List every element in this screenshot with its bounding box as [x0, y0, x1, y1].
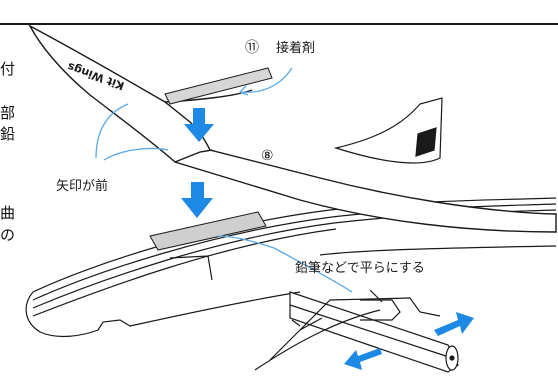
leader-pencil-1 — [217, 235, 275, 249]
leader-front-1 — [95, 103, 129, 159]
tail-logo-icon — [415, 127, 437, 157]
main-wing — [28, 24, 557, 233]
leader-pencil-2 — [273, 247, 353, 293]
side-text-3: 鉛 — [0, 125, 16, 143]
wing-number-label: ⑧ — [261, 148, 274, 164]
push-arrows — [344, 312, 474, 370]
flatten-pencil-label: 鉛筆などで平らにする — [295, 261, 425, 276]
arrow-left-icon — [344, 348, 382, 370]
leader-front-2 — [103, 147, 169, 161]
pencil-inset — [254, 289, 459, 373]
glue-strip-top — [164, 67, 273, 105]
glue-strip-fuselage — [149, 211, 267, 251]
down-arrows — [181, 108, 214, 218]
side-text-4: 曲 — [0, 204, 16, 222]
arrow-right-icon — [434, 312, 474, 336]
leader-adhesive — [239, 67, 293, 93]
side-text-1: 付 — [0, 60, 16, 78]
step-number-label: ⑪ — [245, 40, 259, 56]
tail-fin — [333, 97, 443, 164]
arrow-down-icon — [181, 182, 213, 218]
arrow-down-icon — [184, 108, 214, 142]
arrow-front-label: 矢印が前 — [56, 179, 109, 194]
leader-lines — [95, 67, 353, 293]
adhesive-label: 接着剤 — [276, 41, 316, 56]
side-text-2: 部 — [0, 104, 16, 122]
side-text-5: の — [0, 226, 16, 244]
